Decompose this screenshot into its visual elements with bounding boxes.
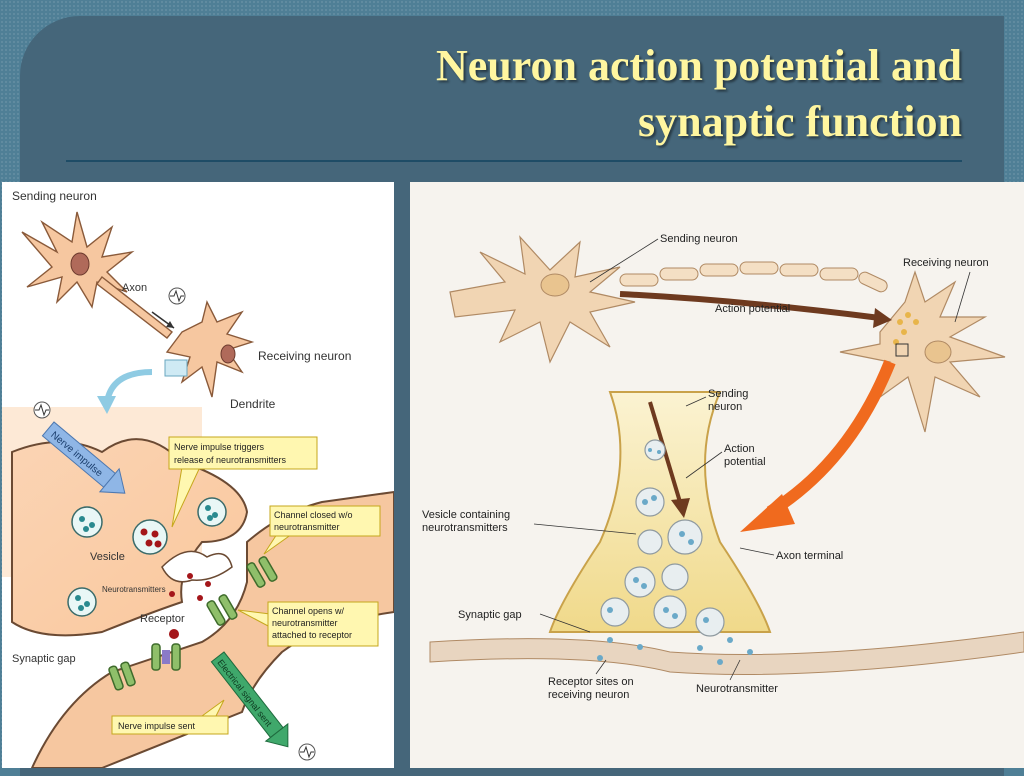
receiving-nucleus <box>220 344 236 364</box>
right-synapse-diagram: Action potential Sending neuron Receivin… <box>422 233 1024 701</box>
zoom-box <box>164 359 188 377</box>
slide-title: Neuron action potential and synaptic fun… <box>262 38 962 150</box>
released-neurotransmitters <box>597 637 753 665</box>
label-dendrite: Dendrite <box>230 397 276 411</box>
right-sending-nucleus <box>540 273 570 297</box>
title-line-1: Neuron action potential and <box>435 41 962 90</box>
receiving-membrane <box>429 631 1024 675</box>
vesicle-contents <box>607 448 709 623</box>
right-sending-neuron <box>449 235 636 364</box>
label-synaptic-gap: Synaptic gap <box>12 653 76 665</box>
orange-zoom-arrow <box>766 359 896 518</box>
callout-closed: Channel closed w/o neurotransmitter <box>263 505 381 555</box>
label-right-sending-neuron: Sending neuron <box>660 233 738 245</box>
label-receiving-neuron: Receiving neuron <box>258 349 351 363</box>
callout-trigger-line2: release of neurotransmitters <box>174 455 287 465</box>
label-right-receiving-neuron: Receiving neuron <box>903 257 989 269</box>
zoom-sending-line1: Sending <box>708 388 748 400</box>
label-neurotransmitters: Neurotransmitters <box>102 585 166 594</box>
receptor-label-line1: Receptor sites on <box>548 676 634 688</box>
vesicle-label-line2: neurotransmitters <box>422 522 508 534</box>
label-neurotransmitter: Neurotransmitter <box>696 683 778 695</box>
callout-trigger-line1: Nerve impulse triggers <box>174 442 265 452</box>
label-axon: Axon <box>122 282 147 294</box>
callout-sent: Nerve impulse sent <box>111 699 229 735</box>
callout-opens-line3: attached to receptor <box>272 630 352 640</box>
bound-neurotransmitter <box>169 629 179 639</box>
receiving-neuron-shape <box>165 299 255 398</box>
zoom-action-line1: Action <box>724 443 755 455</box>
callout-sent-text: Nerve impulse sent <box>118 721 196 731</box>
label-right-synaptic-gap: Synaptic gap <box>458 609 522 621</box>
label-sending-neuron: Sending neuron <box>12 189 97 203</box>
title-underline <box>66 160 962 162</box>
zoom-action-line2: potential <box>724 456 766 468</box>
callout-opens-line1: Channel opens w/ <box>272 606 345 616</box>
callout-closed-line2: neurotransmitter <box>274 522 340 532</box>
label-receptor: Receptor <box>140 613 185 625</box>
zoom-sending-line2: neuron <box>708 401 742 413</box>
myelinated-axon <box>619 261 888 293</box>
right-receiving-nucleus <box>924 340 952 364</box>
callout-opens: Channel opens w/ neurotransmitter attach… <box>237 601 379 647</box>
label-axon-terminal: Axon terminal <box>776 550 843 562</box>
sending-nucleus <box>70 252 90 276</box>
right-diagram-panel: Action potential Sending neuron Receivin… <box>410 182 1024 768</box>
title-line-2: synaptic function <box>638 97 962 146</box>
release-site <box>161 550 233 583</box>
vesicles <box>67 497 227 617</box>
callout-trigger: Nerve impulse triggers release of neurot… <box>168 436 318 528</box>
right-vesicles <box>600 439 725 637</box>
label-vesicle: Vesicle <box>90 551 125 563</box>
callout-opens-line2: neurotransmitter <box>272 618 338 628</box>
right-zoom-box <box>895 343 909 357</box>
vesicle-label-line1: Vesicle containing <box>422 509 510 521</box>
ion-channels <box>108 556 278 691</box>
label-action-potential: Action potential <box>715 303 790 315</box>
left-diagram-panel: Sending neuron Axon Receiving neuron Den… <box>2 182 394 768</box>
receptor-label-line2: receiving neuron <box>548 689 629 701</box>
left-synapse-diagram: Sending neuron Axon Receiving neuron Den… <box>2 189 394 768</box>
callout-closed-line1: Channel closed w/o <box>274 510 353 520</box>
receiving-dendrite-shape <box>30 490 394 768</box>
sending-neuron-shape <box>21 211 173 339</box>
receptor-site <box>162 650 170 664</box>
action-potential-arrow <box>619 291 881 321</box>
